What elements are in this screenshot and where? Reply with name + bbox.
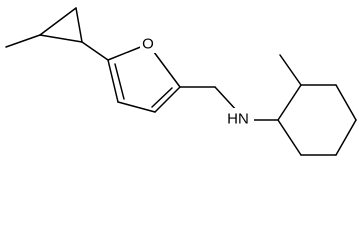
furan-bond-c3-c4 xyxy=(117,101,156,113)
amine-nitrogen-atom: HN xyxy=(222,108,254,128)
furan-ring xyxy=(107,43,181,113)
cyclohexane-methyl-bond xyxy=(279,54,302,86)
nitrogen-label-background xyxy=(222,108,254,128)
cyclopropyl-bond-b xyxy=(75,7,83,43)
cyclohexane-bond-4 xyxy=(335,119,357,156)
cyclopropyl-group xyxy=(5,7,83,48)
methyl-bond xyxy=(5,34,41,48)
nitrogen-label: HN xyxy=(227,111,249,128)
oxygen-label-background xyxy=(140,35,156,53)
cyclopropyl-furan-bond xyxy=(81,41,109,61)
oxygen-label: O xyxy=(142,36,154,53)
furan-double-bond-c4-c5 xyxy=(114,63,125,100)
cyclohexane-bond-3 xyxy=(335,84,357,121)
molecular-structure: O HN xyxy=(5,7,357,156)
cyclopropyl-bond-a xyxy=(39,7,77,36)
cyclohexane-bond-6 xyxy=(277,119,302,156)
methylene-nitrogen-bond xyxy=(214,86,239,113)
cyclopropyl-bond-c xyxy=(39,34,83,43)
furan-double-bond-c2-c3 xyxy=(151,87,173,108)
cyclohexane-ring xyxy=(277,84,357,156)
cyclohexane-bond-1 xyxy=(277,84,302,121)
furan-oxygen-atom: O xyxy=(140,35,156,53)
furan-bond-c2-c3 xyxy=(154,86,181,113)
furan-bond-c4-c5 xyxy=(107,59,119,103)
